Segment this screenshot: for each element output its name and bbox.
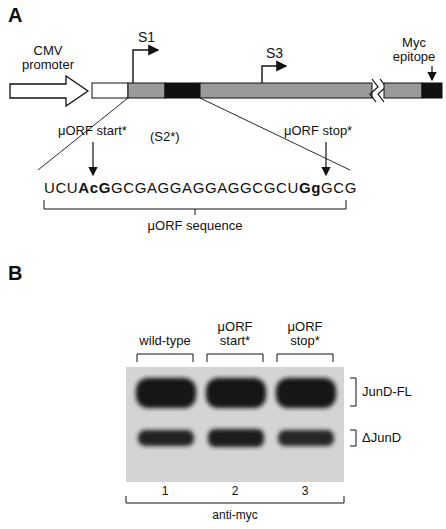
lane-label: μORF start* [209,320,261,349]
promoter-arrow [10,76,88,106]
panel-letter: A [8,4,22,26]
start-site-arrow [133,50,158,83]
site-label: (S2*) [150,130,180,144]
coding-segment [200,83,372,98]
sequence-text: UCUAcGGCGAGGAGGAGGCGCUGgGCG [44,180,357,197]
bracket-label: μORF sequence [148,219,243,233]
zoom-line [38,98,128,170]
site-label: S1 [138,30,155,45]
mutation-label: μORF stop* [284,124,352,138]
band-bracket [350,378,356,446]
pointer-arrow [92,142,93,175]
sequence-run: UCU [44,179,78,196]
antibody-label: anti-myc [212,509,257,522]
blot-bands [136,378,336,447]
sequence-run: GCGAGGAGGAGGCGCU [111,179,299,196]
panel-letter: B [8,262,22,284]
promoter-label: CMV promoter [13,44,83,73]
codon-highlight: AcG [78,179,111,196]
lane-number: 2 [232,485,239,498]
codon-highlight: Gg [299,179,321,196]
site-label: S3 [266,46,283,61]
epitope-label: Myc epitope [384,36,444,65]
pointer-arrow [431,66,432,80]
utr-segment [92,83,128,98]
band-label: JunD-FL [362,385,412,399]
coding-segment [384,83,422,98]
myc-segment [422,83,442,98]
western-blot [126,367,344,482]
lane-label: wild-type [139,334,190,348]
pointer-arrow [325,142,326,175]
mutation-label: μORF start* [58,124,127,138]
lane-number: 1 [162,485,169,498]
break-mark [370,79,378,102]
lane-label: μORF stop* [279,320,331,349]
start-site-arrow [262,66,286,83]
lane-bracket [137,354,333,362]
sequence-bracket [44,200,346,215]
coding-segment [128,83,165,98]
sequence-run: GCG [321,179,357,196]
lane-number: 3 [302,485,309,498]
band-label: ΔJunD [362,431,401,445]
uorf-segment [165,83,200,98]
